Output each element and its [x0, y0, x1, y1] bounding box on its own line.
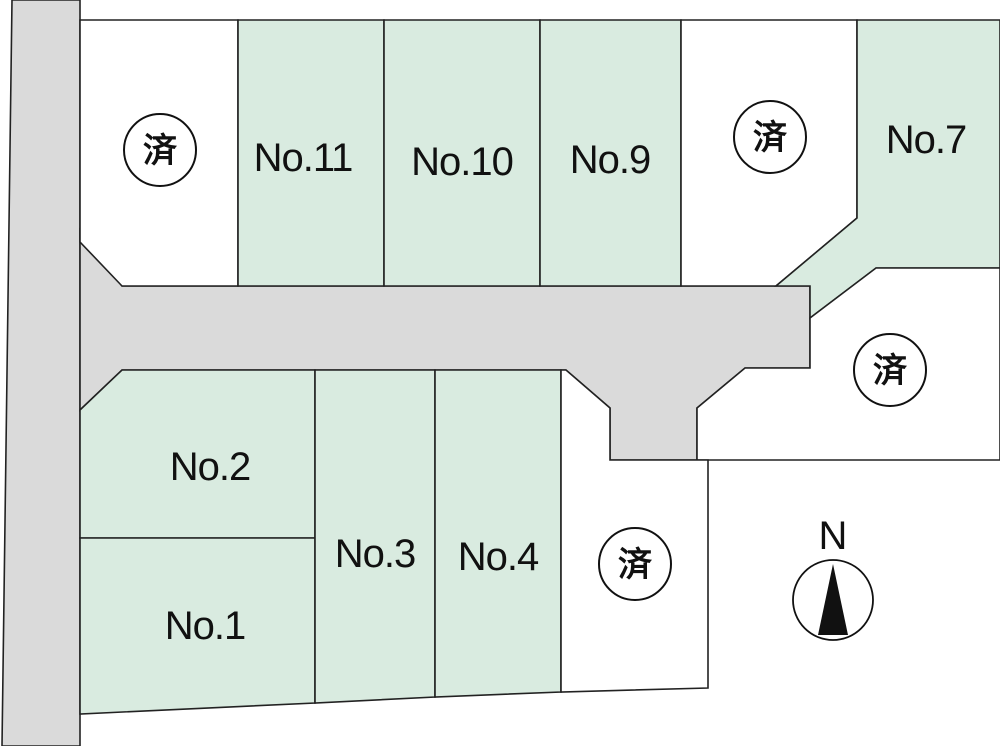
vertical-road	[1, 0, 81, 746]
sold-mark-text: 済	[753, 118, 788, 158]
sold-mark-top-middle: 済	[733, 100, 807, 174]
north-arrow-icon: N	[792, 514, 874, 641]
sold-mark-text: 済	[873, 351, 908, 391]
sold-mark-text: 済	[618, 545, 653, 585]
lot-label-no10: No.10	[411, 140, 513, 184]
lot-label-no3: No.3	[335, 532, 416, 576]
sold-mark-text: 済	[143, 131, 178, 171]
sold-mark-bottom: 済	[598, 527, 672, 601]
lot-label-no7: No.7	[886, 118, 967, 162]
lot-sold-right[interactable]	[696, 267, 1000, 461]
sold-mark-top-left: 済	[123, 113, 197, 187]
sold-mark-right: 済	[853, 333, 927, 407]
lot-label-no11: No.11	[254, 136, 353, 180]
lot-label-no4: No.4	[458, 535, 539, 579]
lot-no4[interactable]	[434, 369, 562, 698]
lot-label-no9: No.9	[570, 138, 651, 182]
lot-label-no2: No.2	[170, 445, 251, 489]
lot-label-no1: No.1	[165, 604, 246, 648]
north-label: N	[819, 514, 848, 558]
